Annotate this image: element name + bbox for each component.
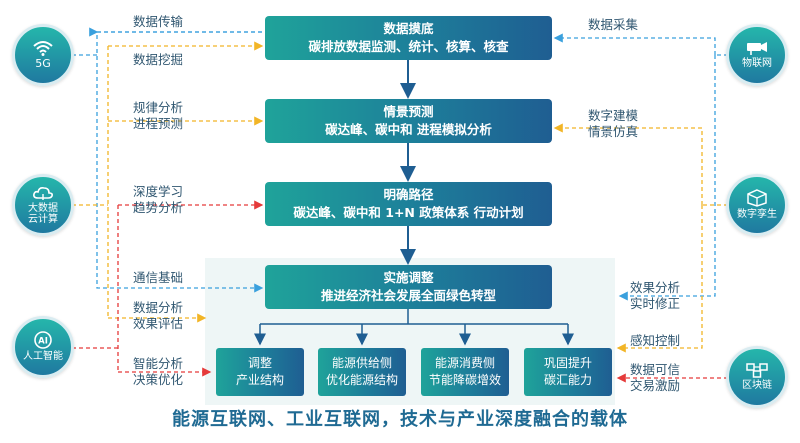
sub-box-line: 调整 — [247, 356, 272, 370]
label-effect-analysis: 效果分析 实时修正 — [630, 280, 680, 312]
camera-icon — [747, 42, 767, 55]
ai-chip-icon: AI — [34, 331, 52, 349]
label-deep-learning: 深度学习 趋势分析 — [133, 184, 183, 216]
data-baseline-box: 数据摸底 碳排放数据监测、统计、核算、核查 — [265, 16, 552, 60]
label-trusted-data: 数据可信 交易激励 — [630, 362, 680, 394]
define-path-desc: 碳达峰、碳中和 1+N 政策体系 行动计划 — [293, 205, 524, 220]
node-digital-twin: 数字孪生 — [726, 174, 788, 236]
label-line: 数字建模 — [588, 108, 639, 123]
node-blockchain-label: 区块链 — [742, 380, 772, 391]
sub-box-consumption: 能源消费侧 节能降碳增效 — [421, 348, 509, 396]
label-line: 智能分析 — [133, 356, 184, 371]
node-bigdata: 大数据 云计算 — [12, 174, 74, 236]
label-line: 趋势分析 — [133, 200, 184, 215]
label-line: 实时修正 — [630, 296, 681, 311]
sub-box-supply: 能源供给侧 优化能源结构 — [318, 348, 406, 396]
label-line: 数据可信 — [630, 362, 681, 377]
wifi-icon — [33, 41, 53, 56]
label-line: 情景仿真 — [588, 124, 639, 139]
label-line: 效果评估 — [133, 316, 184, 331]
implement-adjust-desc: 推进经济社会发展全面绿色转型 — [320, 288, 496, 303]
define-path-box: 明确路径 碳达峰、碳中和 1+N 政策体系 行动计划 — [265, 182, 552, 226]
data-baseline-title: 数据摸底 — [383, 21, 434, 36]
node-iot-label: 物联网 — [742, 58, 772, 69]
define-path-title: 明确路径 — [383, 187, 434, 202]
blockchain-icon — [746, 363, 768, 378]
implement-adjust-box: 实施调整 推进经济社会发展全面绿色转型 — [265, 265, 552, 309]
scenario-forecast-desc: 碳达峰、碳中和 进程模拟分析 — [325, 122, 492, 137]
label-line: 规律分析 — [133, 100, 184, 115]
label-data-analysis: 数据分析 效果评估 — [133, 300, 183, 332]
label-digital-modeling: 数字建模 情景仿真 — [588, 108, 638, 140]
sub-box-carbon-sink: 巩固提升 碳汇能力 — [524, 348, 612, 396]
sub-box-line: 优化能源结构 — [325, 373, 398, 387]
sub-box-line: 碳汇能力 — [543, 373, 592, 387]
sub-box-line: 能源供给侧 — [331, 356, 392, 370]
label-pattern-analysis: 规律分析 进程预测 — [133, 100, 183, 132]
sub-box-line: 巩固提升 — [543, 356, 592, 370]
data-baseline-desc: 碳排放数据监测、统计、核算、核查 — [308, 39, 509, 54]
node-blockchain: 区块链 — [726, 346, 788, 408]
label-line: 进程预测 — [133, 116, 184, 131]
node-5g-label: 5G — [35, 57, 51, 70]
label-data-mining: 数据挖掘 — [133, 52, 184, 67]
blue-line-left — [96, 31, 264, 293]
label-line: 深度学习 — [133, 184, 184, 199]
blue-line-right — [553, 33, 716, 55]
cube-icon — [747, 189, 767, 207]
node-iot: 物联网 — [726, 24, 788, 86]
label-line: 决策优化 — [133, 372, 184, 387]
label-data-collection: 数据采集 — [588, 17, 639, 32]
implement-adjust-title: 实施调整 — [383, 270, 434, 285]
label-line: 交易激励 — [630, 378, 681, 393]
label-sensing-control: 感知控制 — [630, 333, 681, 348]
scenario-forecast-box: 情景预测 碳达峰、碳中和 进程模拟分析 — [265, 99, 552, 143]
label-data-transmission: 数据传输 — [133, 14, 184, 29]
sub-box-line: 能源消费侧 — [434, 356, 495, 370]
node-5g: 5G — [12, 24, 74, 86]
sub-box-line: 产业结构 — [235, 373, 284, 387]
sub-box-line: 节能降碳增效 — [428, 373, 501, 387]
scenario-forecast-title: 情景预测 — [383, 104, 434, 119]
label-intelligent-analysis: 智能分析 决策优化 — [133, 356, 183, 388]
sub-box-industry: 调整 产业结构 — [216, 348, 304, 396]
node-bigdata-label-b: 云计算 — [28, 214, 58, 225]
footer-caption: 能源互联网、工业互联网，技术与产业深度融合的载体 — [172, 409, 628, 430]
label-line: 数据分析 — [133, 300, 184, 315]
node-bigdata-label-a: 大数据 — [28, 203, 58, 214]
label-line: 效果分析 — [630, 280, 681, 295]
node-digital-twin-label: 数字孪生 — [737, 209, 777, 220]
node-ai: AI 人工智能 — [12, 316, 74, 378]
cloud-icon — [33, 187, 53, 200]
label-communication-base: 通信基础 — [133, 270, 184, 285]
node-ai-label: 人工智能 — [23, 351, 63, 362]
ai-badge-text: AI — [38, 337, 48, 347]
